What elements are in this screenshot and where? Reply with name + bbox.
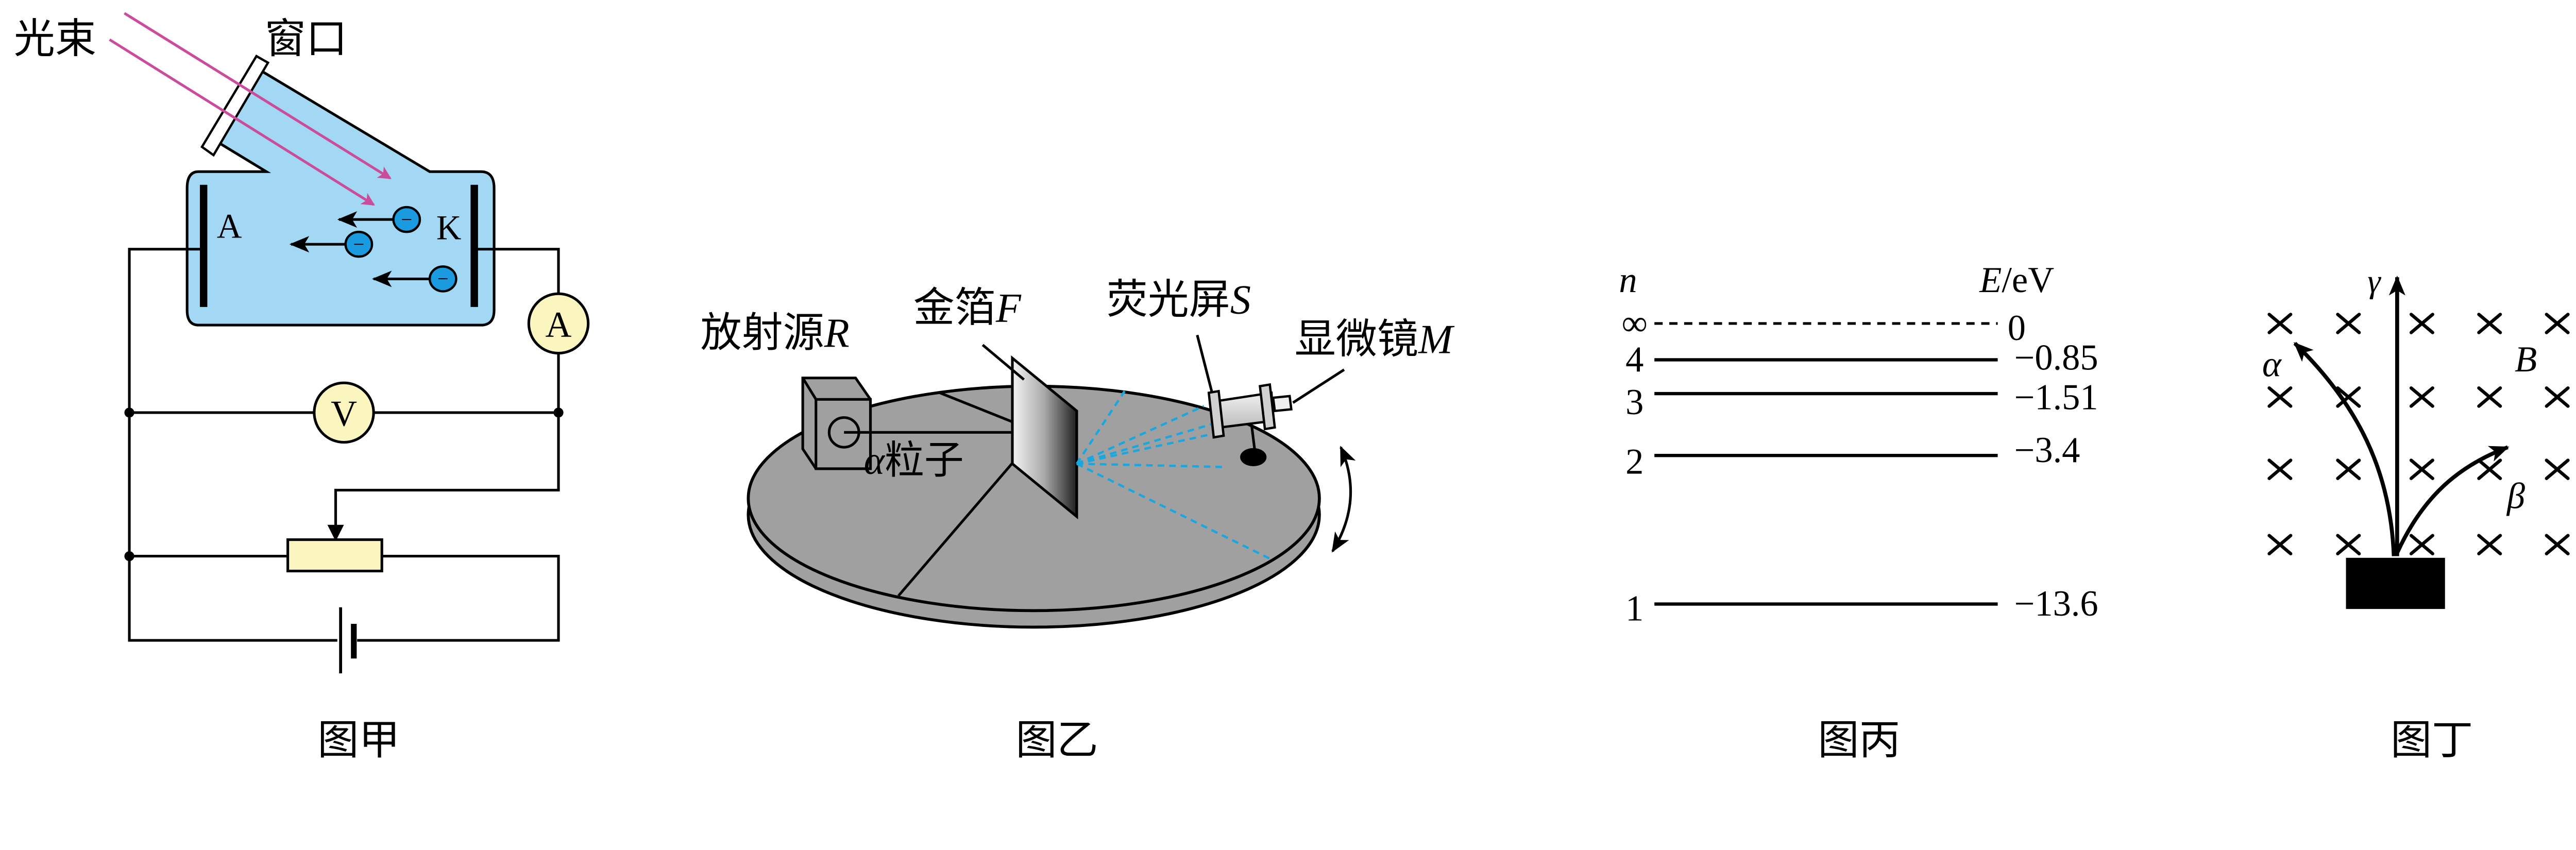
electron-sign: − bbox=[353, 234, 365, 256]
field-into-page-icon bbox=[2409, 458, 2434, 480]
junction-dot bbox=[553, 407, 564, 418]
field-into-page-icon bbox=[2545, 313, 2570, 334]
foil-label: 金箔F bbox=[913, 286, 1022, 331]
electron: − bbox=[337, 206, 421, 233]
window-label: 窗口 bbox=[265, 17, 347, 62]
figure-jia-photoelectric: 光束 窗口 A K − − − A V bbox=[14, 12, 590, 763]
caption-yi: 图乙 bbox=[1015, 718, 1098, 763]
level-energy-label: 0 bbox=[2008, 308, 2026, 348]
field-into-page-icon bbox=[2409, 313, 2434, 334]
screen-label: 荧光屏S bbox=[1107, 278, 1251, 323]
field-into-page-icon bbox=[2545, 386, 2570, 408]
field-into-page-icon bbox=[2545, 534, 2570, 556]
field-into-page-icon bbox=[2336, 458, 2361, 480]
caption-ding: 图丁 bbox=[2391, 718, 2473, 763]
rheostat bbox=[286, 538, 383, 573]
ammeter bbox=[527, 292, 590, 355]
junction-dot bbox=[124, 551, 134, 562]
electron-sign: − bbox=[401, 209, 412, 231]
level-energy-label: −1.51 bbox=[2014, 378, 2098, 418]
gold-foil bbox=[1011, 355, 1078, 520]
microscope bbox=[1207, 383, 1293, 467]
field-into-page-icon bbox=[2336, 386, 2361, 408]
slider-arrow-icon bbox=[327, 524, 344, 541]
electron: − bbox=[289, 230, 374, 258]
alpha-label: α bbox=[2262, 344, 2282, 384]
level-n-label: 3 bbox=[1625, 382, 1643, 422]
voltmeter-label: V bbox=[331, 394, 357, 434]
microscope-leader bbox=[1292, 368, 1345, 404]
light-ray bbox=[124, 12, 392, 180]
field-into-page-icon bbox=[2336, 313, 2361, 334]
figure-yi-rutherford: 放射源R 金箔F 荧光屏S 显微镜M α粒子 图乙 bbox=[701, 278, 1455, 763]
level-n-label: 4 bbox=[1625, 339, 1643, 380]
field-into-page-icon bbox=[2545, 458, 2570, 480]
beam-label: 光束 bbox=[14, 17, 96, 62]
energy-level: 1 −13.6 bbox=[1625, 584, 2098, 629]
field-into-page-icon bbox=[2409, 386, 2434, 408]
level-n-label: 2 bbox=[1625, 441, 1643, 482]
field-into-page-icon bbox=[2267, 313, 2293, 334]
figure-ding-radiation-in-field: γ α β B 图丁 bbox=[2262, 263, 2570, 763]
beta-label: β bbox=[2506, 477, 2525, 517]
field-into-page-icon bbox=[2267, 386, 2293, 408]
anode-label: A bbox=[217, 207, 242, 245]
field-into-page-icon bbox=[2267, 458, 2293, 480]
caption-bing: 图丙 bbox=[1818, 718, 1900, 763]
electron: − bbox=[371, 265, 457, 293]
energy-level: ∞0 bbox=[1622, 303, 2026, 348]
microscope-label: 显微镜M bbox=[1295, 317, 1455, 363]
alpha-ray bbox=[2293, 342, 2396, 556]
field-into-page-icon bbox=[2477, 313, 2502, 334]
level-energy-label: −0.85 bbox=[2014, 338, 2098, 378]
screen-leader bbox=[1196, 334, 1214, 394]
field-label: B bbox=[2515, 339, 2537, 380]
electron-sign: − bbox=[437, 268, 449, 290]
rotation-arrow-icon bbox=[1331, 446, 1356, 553]
field-into-page-icon bbox=[2477, 458, 2502, 480]
radioactive-sample bbox=[2346, 557, 2445, 609]
n-header: n bbox=[1619, 260, 1637, 300]
source-label: 放射源R bbox=[701, 311, 850, 356]
energy-level: 2 −3.4 bbox=[1625, 430, 2080, 482]
voltmeter bbox=[313, 381, 375, 444]
field-into-page-icon bbox=[2336, 534, 2361, 556]
beta-ray bbox=[2395, 445, 2510, 554]
radioactive-source bbox=[801, 377, 872, 470]
physics-figures: 光束 窗口 A K − − − A V bbox=[14, 12, 2570, 763]
magnetic-field-marks bbox=[2267, 313, 2570, 556]
level-n-label: 1 bbox=[1625, 589, 1643, 629]
level-energy-label: −3.4 bbox=[2014, 430, 2080, 470]
field-into-page-icon bbox=[2267, 534, 2293, 556]
gamma-label: γ bbox=[2367, 263, 2381, 299]
junction-dot bbox=[124, 407, 134, 418]
caption-jia: 图甲 bbox=[317, 718, 400, 763]
energy-level: 3 −1.51 bbox=[1625, 378, 2098, 423]
ammeter-label: A bbox=[546, 305, 572, 345]
figure-bing-energy-levels: n E/eV ∞04−0.853−1.512−3.41−13.6 图丙 bbox=[1619, 260, 2098, 763]
window-pane bbox=[200, 54, 270, 157]
cathode-label: K bbox=[436, 209, 462, 247]
field-into-page-icon bbox=[2409, 534, 2434, 556]
level-n-label: ∞ bbox=[1622, 303, 1648, 343]
field-into-page-icon bbox=[2477, 386, 2502, 408]
alpha-particle-label: α粒子 bbox=[864, 438, 964, 482]
energy-header: E/eV bbox=[1979, 260, 2054, 300]
foil-leader bbox=[981, 344, 1025, 381]
energy-level: 4 −0.85 bbox=[1625, 338, 2098, 380]
scattered-paths bbox=[1076, 390, 1272, 561]
level-energy-label: −13.6 bbox=[2014, 584, 2098, 624]
field-into-page-icon bbox=[2477, 534, 2502, 556]
light-ray bbox=[109, 38, 375, 206]
